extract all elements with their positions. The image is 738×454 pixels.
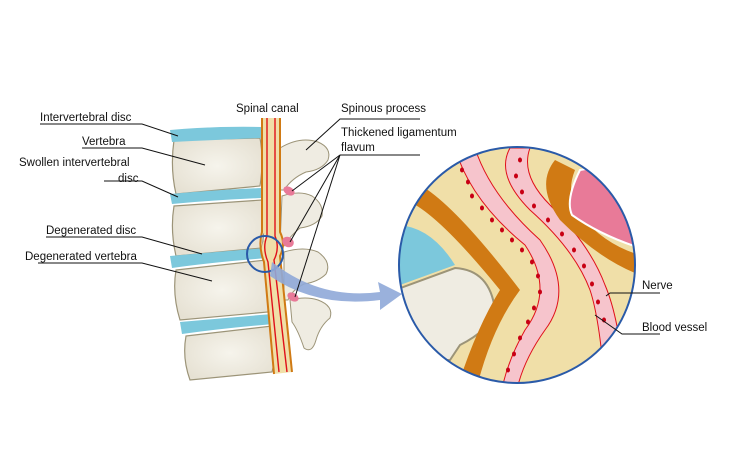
disc-1 [170,126,262,142]
label-degenerated-vertebra: Degenerated vertebra [25,251,137,263]
magnified-circle-border [398,146,636,384]
vertebra-1 [171,137,263,195]
magnify-marker [246,235,284,273]
label-ligamentum-1: Thickened ligamentum [341,127,457,139]
magnified-view [399,147,635,383]
label-degenerated-disc: Degenerated disc [46,225,136,237]
vertebral-column [170,126,276,381]
disc-detail [399,225,455,285]
label-swollen-disc-2: disc [118,173,139,185]
label-swollen-disc-1: Swollen intervertebral [19,157,130,169]
vessel-left [454,147,560,383]
label-intervertebral-disc: Intervertebral disc [40,112,132,124]
disc-4 [180,314,274,334]
label-vertebra: Vertebra [82,136,126,148]
vertebra-4 [184,325,276,381]
disc-3-degenerated [170,248,268,268]
label-spinous-process: Spinous process [341,103,426,115]
label-nerve: Nerve [642,280,673,292]
canal-wall-right [546,160,635,275]
vessel-right [505,147,626,383]
zoom-arrow [270,262,402,310]
canal-wall-left [405,185,520,383]
label-spinal-canal: Spinal canal [236,103,299,115]
disc-2 [170,188,262,204]
vertebra-2 [171,199,265,257]
label-ligamentum-2: flavum [341,142,375,154]
leader-lines [38,118,660,335]
label-blood-vessel: Blood vessel [642,322,707,334]
